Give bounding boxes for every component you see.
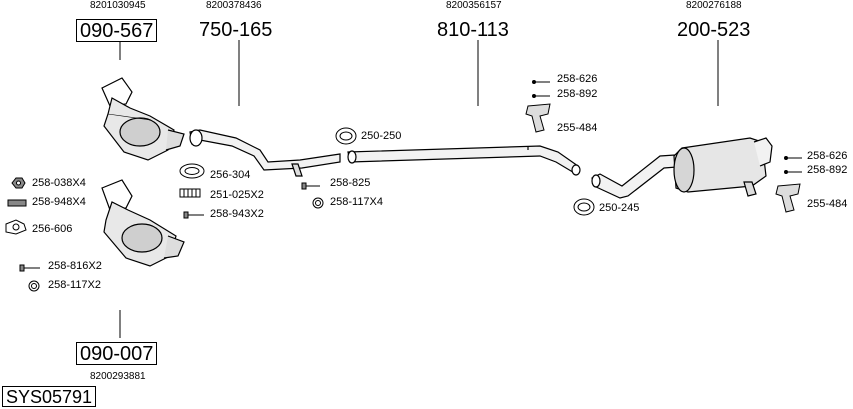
accessory-label[interactable]: 256-304 (210, 169, 251, 181)
bolt-258-892-icon-b (784, 170, 802, 174)
accessory-label[interactable]: 250-245 (599, 202, 640, 214)
accessory-label[interactable]: 251-025X2 (210, 189, 264, 201)
accessory-label[interactable]: 258-943X2 (210, 208, 264, 220)
accessory-label[interactable]: 258-626 (807, 150, 848, 162)
middle-pipe-icon (347, 145, 581, 176)
catalytic-converter-upper-icon (101, 77, 185, 161)
bolt-258-825-icon (301, 182, 320, 190)
accessory-label[interactable]: 256-606 (32, 223, 73, 235)
accessory-label[interactable]: 258-892 (557, 88, 598, 100)
gasket-256-304-icon (179, 163, 205, 179)
clamp-250-250-icon (335, 127, 357, 145)
bracket-255-484-icon-b (775, 183, 801, 213)
catalytic-converter-lower-icon (101, 179, 185, 267)
accessory-label[interactable]: 258-117X4 (330, 196, 384, 208)
accessory-label[interactable]: 250-250 (361, 130, 402, 142)
accessory-label[interactable]: 258-892 (807, 164, 848, 176)
bolt-258-943-icon (183, 211, 204, 219)
part-number-810-113[interactable]: 810-113 (437, 19, 509, 41)
accessory-label[interactable]: 255-484 (557, 122, 598, 134)
system-code: SYS05791 (2, 386, 97, 407)
oem-number: 8200276188 (686, 0, 742, 11)
ring-258-117-icon-a (312, 197, 324, 209)
oem-number: 8200293881 (90, 371, 146, 382)
accessory-label[interactable]: 258-117X2 (48, 279, 102, 291)
bolt-258-626-icon-b (784, 156, 802, 160)
accessory-label[interactable]: 258-038X4 (32, 177, 86, 189)
accessory-label[interactable]: 258-626 (557, 73, 598, 85)
ring-258-117-icon-b (28, 280, 40, 292)
oem-number: 8200378436 (206, 0, 262, 11)
oem-number: 8200356157 (446, 0, 502, 11)
part-number-750-165[interactable]: 750-165 (199, 19, 273, 41)
gasket-256-606-icon (5, 219, 27, 235)
accessory-label[interactable]: 258-948X4 (32, 196, 86, 208)
rear-silencer-icon (591, 137, 773, 199)
bolt-258-626-icon-a (532, 80, 550, 84)
part-number-090-007[interactable]: 090-007 (76, 342, 158, 365)
nut-258-038-icon (11, 177, 26, 189)
accessory-label[interactable]: 258-825 (330, 177, 371, 189)
accessory-label[interactable]: 255-484 (807, 198, 848, 210)
front-pipe-icon (189, 129, 341, 177)
part-number-090-567[interactable]: 090-567 (76, 19, 158, 42)
accessory-label[interactable]: 258-816X2 (48, 260, 102, 272)
clamp-250-245-icon (573, 198, 595, 216)
bolt-258-892-icon-a (532, 94, 550, 98)
bracket-255-484-icon-a (525, 103, 551, 133)
bolt-258-816-icon (19, 264, 40, 272)
spring-251-025-icon (179, 188, 201, 198)
oem-number: 8201030945 (90, 0, 146, 11)
stud-258-948-icon (7, 199, 27, 207)
part-number-200-523[interactable]: 200-523 (677, 19, 751, 41)
